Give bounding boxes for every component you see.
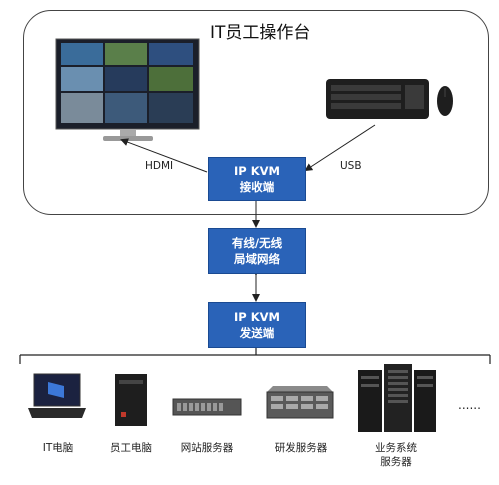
monitor-icon bbox=[55, 38, 200, 141]
keyboard-icon bbox=[326, 79, 429, 119]
network-line1: 有线/无线 bbox=[231, 236, 283, 250]
receiver-line1: IP KVM bbox=[234, 164, 280, 178]
usb-label: USB bbox=[340, 160, 362, 172]
receiver-line2: 接收端 bbox=[239, 180, 275, 194]
network-line2: 局域网络 bbox=[234, 252, 280, 266]
device-label-staff-pc: 员工电脑 bbox=[110, 442, 152, 454]
device-label-business-server: 业务系统 服务器 bbox=[351, 441, 441, 469]
network-box: 有线/无线 局域网络 bbox=[208, 228, 306, 274]
sender-line2: 发送端 bbox=[239, 326, 275, 340]
business-server-line2: 服务器 bbox=[380, 456, 412, 468]
device-label-it-pc: IT电脑 bbox=[42, 442, 74, 454]
business-server-line1: 业务系统 bbox=[375, 442, 417, 454]
ip-kvm-sender-box: IP KVM 发送端 bbox=[208, 302, 306, 348]
laptop-icon bbox=[28, 373, 86, 418]
hdmi-label: HDMI bbox=[145, 160, 174, 172]
more-devices-ellipsis: ...... bbox=[458, 398, 481, 412]
desktop-tower-icon bbox=[115, 374, 147, 426]
rack-server-icon bbox=[172, 398, 242, 416]
device-label-web-server: 网站服务器 bbox=[180, 442, 234, 454]
device-label-dev-server: 研发服务器 bbox=[274, 442, 328, 454]
workstation-title: IT员工操作台 bbox=[210, 23, 311, 43]
ip-kvm-receiver-box: IP KVM 接收端 bbox=[208, 157, 306, 201]
sender-line1: IP KVM bbox=[234, 310, 280, 324]
mouse-icon bbox=[437, 86, 453, 116]
storage-server-icon bbox=[266, 386, 334, 419]
server-cabinet-icon bbox=[358, 364, 436, 432]
